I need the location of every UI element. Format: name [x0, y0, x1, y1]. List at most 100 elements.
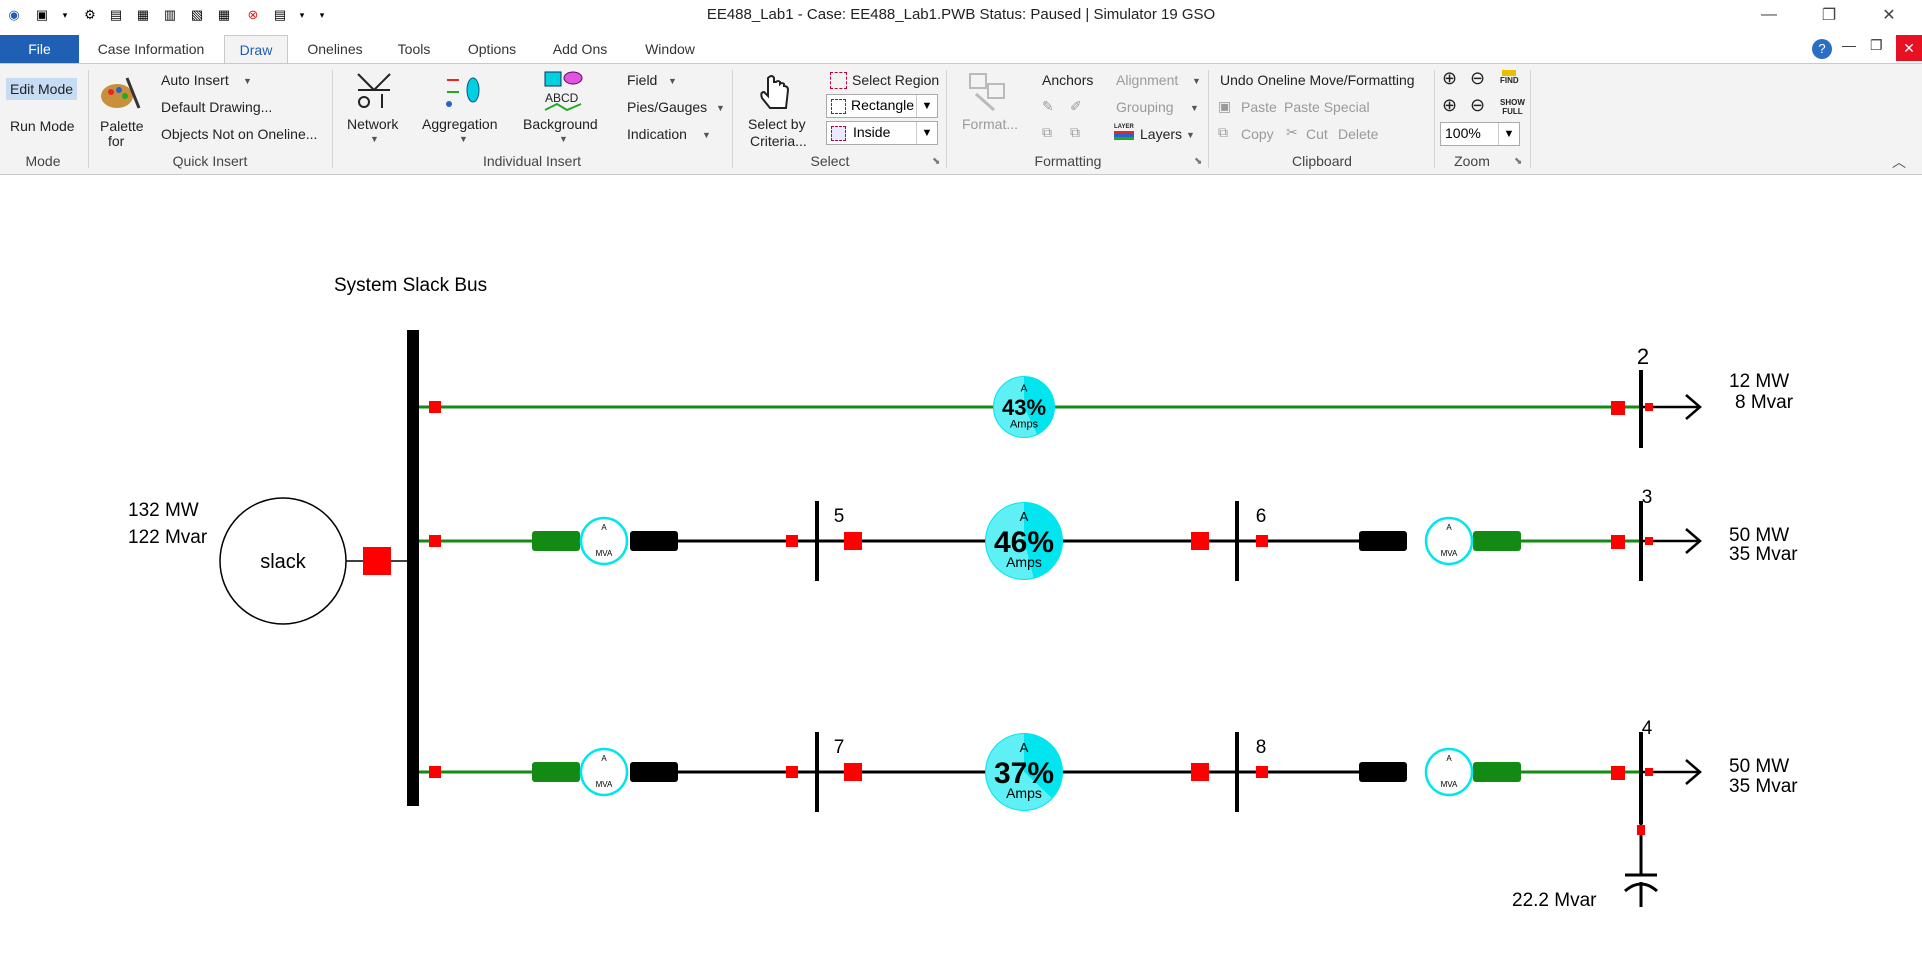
load-breaker[interactable] — [1645, 403, 1653, 411]
chevron-down-icon[interactable]: ▼ — [559, 134, 568, 144]
load-breaker[interactable] — [1645, 768, 1653, 776]
cut-button[interactable]: Cut — [1306, 126, 1328, 142]
select-region-button[interactable]: Select Region — [852, 72, 940, 88]
auto-insert-button[interactable]: Auto Insert — [161, 72, 229, 88]
chevron-down-icon[interactable]: ▼ — [370, 134, 379, 144]
tab-add-ons[interactable]: Add Ons — [552, 41, 608, 57]
transformer-flow-pie[interactable] — [1424, 747, 1474, 797]
breaker[interactable] — [844, 763, 862, 781]
table-icon[interactable]: ▧ — [190, 7, 204, 22]
format-button[interactable]: Format... — [962, 116, 1019, 132]
zoom-out-area-icon[interactable]: ⊖ — [1470, 68, 1486, 88]
breaker[interactable] — [1611, 535, 1625, 549]
report-icon[interactable]: ▥ — [163, 7, 177, 22]
app-logo-icon[interactable]: ◉ — [8, 7, 20, 22]
find-button[interactable]: FIND — [1500, 70, 1519, 85]
save-icon[interactable]: ▤ — [109, 7, 123, 22]
bus-7[interactable] — [815, 732, 819, 812]
chevron-down-icon[interactable]: ▼ — [916, 122, 937, 144]
zoom-area-icon[interactable]: ⊕ — [1442, 68, 1458, 88]
bus-6[interactable] — [1235, 501, 1239, 581]
tab-onelines[interactable]: Onelines — [307, 41, 363, 57]
mdi-minimize-icon[interactable]: — — [1842, 37, 1856, 53]
line-flow-pie-5-6[interactable]: A46%Amps — [985, 502, 1063, 580]
background-button[interactable]: Background — [523, 116, 598, 132]
grid-icon[interactable]: ▦ — [136, 7, 150, 22]
tool-icon[interactable]: ⚙ — [84, 7, 96, 22]
layers-button[interactable]: Layers — [1140, 126, 1183, 142]
copy-button[interactable]: Copy — [1241, 126, 1274, 142]
ungroup-objects-icon[interactable]: ⧉ — [1070, 124, 1080, 140]
pies-gauges-button[interactable]: Pies/Gauges — [627, 99, 708, 115]
format-painter-icon[interactable] — [966, 70, 1010, 114]
transformer-winding[interactable] — [630, 531, 678, 551]
run-mode-button[interactable]: Run Mode — [10, 118, 75, 134]
zoom-out-icon[interactable]: ⊖ — [1470, 95, 1486, 115]
transformer-flow-pie[interactable] — [1424, 516, 1474, 566]
paste-icon[interactable]: ▣ — [1218, 98, 1232, 114]
load-breaker[interactable] — [1645, 537, 1653, 545]
new-case-icon[interactable]: ▣ — [35, 7, 49, 22]
chevron-down-icon[interactable]: ▼ — [668, 76, 677, 86]
select-by-criteria-button[interactable]: Select by — [748, 116, 806, 132]
line-flow-pie-1-2[interactable]: A43%Amps — [993, 376, 1055, 438]
transformer-winding[interactable] — [630, 762, 678, 782]
help-icon[interactable]: ? — [1812, 39, 1832, 59]
transformer-winding[interactable] — [1359, 762, 1407, 782]
calculator-icon[interactable]: ▦ — [217, 7, 231, 22]
transformer-winding[interactable] — [1473, 762, 1521, 782]
breaker[interactable] — [1611, 766, 1625, 780]
brush-icon[interactable]: ✐ — [1070, 98, 1082, 114]
undo-button[interactable]: Undo Oneline Move/Formatting — [1220, 72, 1415, 88]
anchors-button[interactable]: Anchors — [1042, 72, 1094, 88]
dropdown-caret-icon[interactable]: ▾ — [62, 9, 68, 20]
cut-icon[interactable]: ✂ — [1286, 124, 1298, 140]
breaker[interactable] — [1256, 766, 1268, 778]
paste-button[interactable]: Paste — [1241, 99, 1277, 115]
dropdown-caret-icon[interactable]: ▾ — [299, 9, 305, 20]
tab-file[interactable]: File — [0, 35, 79, 63]
hand-pointer-icon[interactable] — [754, 70, 798, 114]
aggregation-icon[interactable] — [441, 70, 485, 114]
breaker[interactable] — [786, 766, 798, 778]
oneline-diagram[interactable]: System Slack Bus slack 132 MW 122 Mvar 2… — [0, 175, 1922, 975]
chevron-down-icon[interactable]: ▼ — [1498, 123, 1519, 145]
criteria-label[interactable]: Criteria... — [750, 133, 807, 149]
breaker[interactable] — [429, 535, 441, 547]
group-objects-icon[interactable]: ⧉ — [1042, 124, 1052, 140]
default-drawing-button[interactable]: Default Drawing... — [161, 99, 273, 115]
chevron-down-icon[interactable]: ▼ — [1192, 76, 1201, 86]
bus-5[interactable] — [815, 501, 819, 581]
chevron-down-icon[interactable]: ▼ — [916, 95, 937, 117]
tab-case-information[interactable]: Case Information — [97, 41, 205, 57]
mdi-restore-icon[interactable]: ❐ — [1870, 37, 1883, 53]
dialog-launcher-icon[interactable]: ⬊ — [1514, 156, 1523, 167]
grouping-button[interactable]: Grouping — [1116, 99, 1174, 115]
breaker[interactable] — [844, 532, 862, 550]
shunt-breaker[interactable] — [1637, 825, 1645, 835]
palette-icon[interactable] — [99, 72, 143, 116]
rectangle-select[interactable]: Rectangle ▼ — [826, 94, 938, 118]
tab-draw[interactable]: Draw — [224, 35, 288, 65]
minimize-button[interactable]: — — [1761, 6, 1777, 23]
zoom-in-icon[interactable]: ⊕ — [1442, 95, 1458, 115]
chevron-down-icon[interactable]: ▼ — [243, 76, 252, 86]
bus-8[interactable] — [1235, 732, 1239, 812]
background-icon[interactable]: ABCD — [541, 70, 585, 114]
line-flow-pie-7-8[interactable]: A37%Amps — [985, 733, 1063, 811]
tab-tools[interactable]: Tools — [397, 41, 431, 57]
copy-icon[interactable]: ⧉ — [1218, 124, 1228, 140]
palette-for-label[interactable]: for — [108, 133, 125, 149]
delete-button[interactable]: Delete — [1338, 126, 1379, 142]
chevron-down-icon[interactable]: ▼ — [1186, 130, 1195, 140]
chevron-down-icon[interactable]: ▼ — [1190, 103, 1199, 113]
chevron-down-icon[interactable]: ▼ — [716, 103, 725, 113]
list-icon[interactable]: ▤ — [273, 7, 287, 22]
transformer-flow-pie[interactable] — [579, 516, 629, 566]
breaker[interactable] — [1611, 401, 1625, 415]
show-full-button[interactable]: SHOW FULL — [1500, 98, 1525, 116]
breaker[interactable] — [429, 401, 441, 413]
bus-4[interactable] — [1639, 732, 1643, 824]
objects-not-on-oneline-button[interactable]: Objects Not on Oneline... — [161, 126, 318, 142]
breaker[interactable] — [1256, 535, 1268, 547]
